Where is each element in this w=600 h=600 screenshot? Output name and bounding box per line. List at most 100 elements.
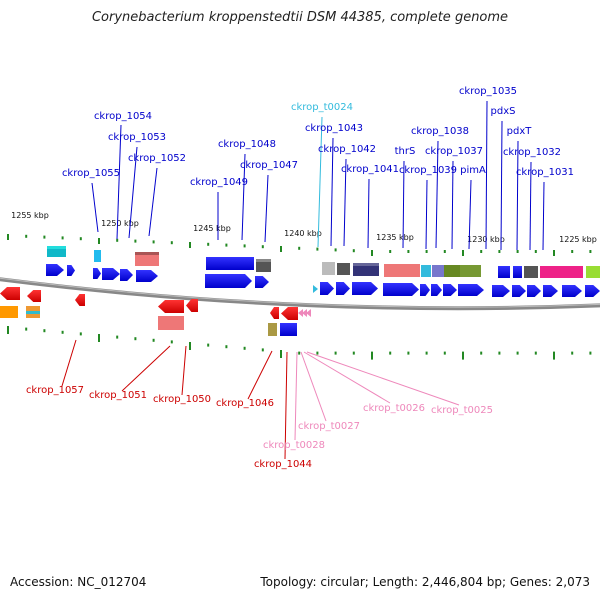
gene-label[interactable]: pimA [460, 165, 486, 176]
feature-olive-rev[interactable] [268, 323, 277, 336]
feature-multicolor-rev-2[interactable] [26, 311, 40, 314]
feature-blue-outer-1[interactable] [206, 257, 254, 270]
forward-cds-arrow[interactable] [492, 285, 510, 297]
label-connector-line [303, 351, 391, 404]
forward-cds-arrow[interactable] [431, 284, 442, 296]
forward-cds-arrow[interactable] [336, 282, 350, 295]
feature-gray-outer-1[interactable] [256, 259, 271, 272]
feature-magenta-outer[interactable] [540, 266, 583, 278]
forward-cds-arrow[interactable] [458, 284, 484, 296]
feature-blue-outer-3[interactable] [513, 266, 522, 278]
reverse-cds-arrow[interactable] [270, 307, 279, 319]
reverse-trna-arrow[interactable] [306, 309, 311, 317]
feature-pink-outer-2[interactable] [384, 264, 420, 277]
gene-label[interactable]: ckrop_t0026 [363, 403, 425, 414]
gene-label[interactable]: ckrop_1047 [240, 160, 298, 171]
forward-cds-arrow[interactable] [527, 285, 541, 297]
gene-label[interactable]: pdxS [491, 106, 516, 117]
gene-label[interactable]: ckrop_1042 [318, 144, 376, 155]
forward-cds-arrow[interactable] [205, 274, 252, 288]
gene-label[interactable]: ckrop_1048 [218, 139, 276, 150]
gene-label[interactable]: ckrop_1031 [516, 167, 574, 178]
feature-navy-outer[interactable] [353, 263, 379, 276]
gene-label[interactable]: ckrop_1050 [153, 394, 211, 405]
forward-cds-arrow[interactable] [512, 285, 526, 297]
feature-olive-outer-1[interactable] [444, 265, 460, 277]
forward-cds-arrow[interactable] [67, 265, 75, 276]
feature-violet-outer[interactable] [432, 265, 444, 277]
scale-label: 1225 kbp [559, 235, 597, 244]
gene-label[interactable]: ckrop_1054 [94, 111, 152, 122]
forward-cds-arrow[interactable] [320, 282, 334, 295]
feature-multicolor-rev-3[interactable] [26, 314, 40, 318]
reverse-cds-arrow[interactable] [281, 307, 298, 320]
genome-backbone-highlight [0, 277, 600, 308]
forward-features-outer [47, 246, 600, 278]
gene-label[interactable]: ckrop_1044 [254, 459, 312, 470]
gene-label[interactable]: ckrop_t0024 [291, 102, 353, 113]
reverse-cds-arrow[interactable] [75, 294, 85, 306]
feature-olive-outer-2[interactable] [460, 265, 481, 277]
feature-cyan-outer-2[interactable] [94, 250, 101, 262]
reverse-cds-arrow[interactable] [158, 300, 184, 313]
feature-blue-rev[interactable] [280, 323, 297, 336]
gene-label[interactable]: ckrop_1051 [89, 390, 147, 401]
feature-cyan-outer-3[interactable] [421, 265, 431, 277]
gene-label[interactable]: ckrop_1052 [128, 153, 186, 164]
reverse-cds-arrow[interactable] [186, 299, 198, 312]
forward-cds-arrow[interactable] [352, 282, 378, 295]
forward-trna-arrow[interactable] [313, 285, 318, 293]
label-connector-line [306, 351, 460, 406]
gene-label[interactable]: ckrop_t0027 [298, 421, 360, 432]
feature-blue-outer-2[interactable] [498, 266, 510, 278]
reverse-cds-arrow[interactable] [27, 290, 41, 302]
forward-cds-arrow[interactable] [543, 285, 558, 297]
feature-pink-outer-1[interactable] [135, 252, 159, 266]
feature-gray-outer-2[interactable] [524, 266, 538, 278]
scale-label: 1245 kbp [193, 224, 231, 233]
gene-label[interactable]: ckrop_1038 [411, 126, 469, 137]
forward-cds-arrow[interactable] [443, 284, 457, 296]
gene-label[interactable]: ckrop_1053 [108, 132, 166, 143]
gene-label[interactable]: ckrop_1057 [26, 385, 84, 396]
forward-cds-arrow[interactable] [136, 270, 158, 282]
feature-cyan-outer-1[interactable] [47, 246, 66, 257]
gene-label[interactable]: pdxT [507, 126, 533, 137]
forward-cds-arrow[interactable] [46, 264, 64, 276]
scale-label: 1240 kbp [284, 229, 322, 238]
gene-label[interactable]: ckrop_t0028 [263, 440, 325, 451]
feature-lime-outer[interactable] [586, 266, 600, 278]
forward-cds-arrow[interactable] [585, 285, 600, 297]
forward-cds-arrow[interactable] [93, 268, 101, 279]
gene-label[interactable]: ckrop_1055 [62, 168, 120, 179]
feature-orange-rev[interactable] [0, 306, 18, 318]
gene-label[interactable]: ckrop_1032 [503, 147, 561, 158]
feature-lightgray-outer[interactable] [322, 262, 335, 275]
gene-label[interactable]: ckrop_1037 [425, 146, 483, 157]
forward-cds-arrow[interactable] [255, 276, 269, 288]
gene-label[interactable]: ckrop_1039 [399, 165, 457, 176]
feature-darkgray-outer[interactable] [337, 263, 350, 275]
label-connector-line [330, 137, 334, 247]
forward-cds-arrow[interactable] [102, 268, 120, 280]
gene-label[interactable]: ckrop_1041 [341, 164, 399, 175]
gene-label[interactable]: ckrop_1035 [459, 86, 517, 97]
reverse-trna-arrow[interactable] [302, 309, 307, 317]
gene-label[interactable]: ckrop_1043 [305, 123, 363, 134]
gene-label[interactable]: ckrop_1049 [190, 177, 248, 188]
forward-cds-arrow[interactable] [420, 284, 430, 296]
forward-cds-arrow[interactable] [383, 283, 419, 296]
feature-multicolor-rev[interactable] [26, 306, 40, 311]
reverse-features-outer [0, 306, 297, 336]
topology-label: Topology: circular; Length: 2,446,804 bp… [260, 575, 590, 589]
feature-pink-rev[interactable] [158, 316, 184, 330]
forward-cds-arrow[interactable] [562, 285, 582, 297]
gene-label[interactable]: ckrop_t0025 [431, 405, 493, 416]
reverse-cds-arrow[interactable] [0, 287, 20, 300]
gene-label[interactable]: thrS [395, 146, 416, 157]
reverse-trna-arrow[interactable] [298, 309, 303, 317]
forward-cds-arrow[interactable] [120, 269, 133, 281]
label-connector-line [148, 167, 158, 237]
gene-label[interactable]: ckrop_1046 [216, 398, 274, 409]
